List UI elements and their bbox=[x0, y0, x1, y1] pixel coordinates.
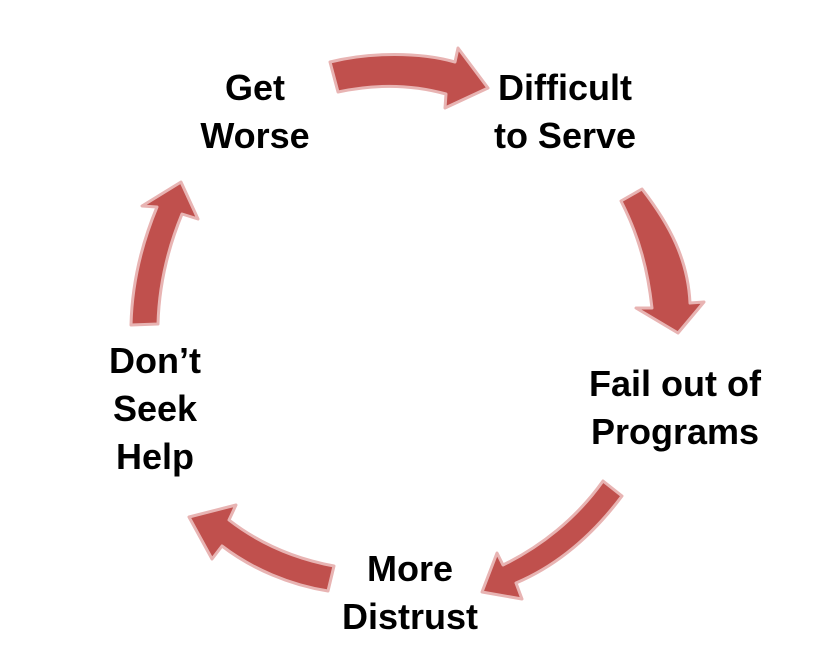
node-label-line: Worse bbox=[200, 115, 310, 156]
node-label-line: Seek bbox=[112, 388, 198, 429]
node-more-distrust: More Distrust bbox=[310, 545, 510, 641]
node-label-line: Difficult bbox=[498, 67, 632, 108]
node-label-line: Get bbox=[224, 67, 285, 108]
node-fail-out-of-programs: Fail out of Programs bbox=[555, 360, 795, 456]
cycle-arrow bbox=[328, 46, 490, 110]
node-label-line: Help bbox=[115, 436, 194, 477]
cycle-arrow bbox=[480, 479, 624, 601]
cycle-arrow bbox=[187, 503, 336, 593]
cycle-arrow bbox=[619, 187, 706, 335]
node-label-line: to Serve bbox=[493, 115, 637, 156]
node-label-line: Distrust bbox=[341, 596, 479, 637]
node-label-line: Programs bbox=[590, 411, 760, 452]
node-difficult-to-serve: Difficult to Serve bbox=[455, 64, 675, 160]
node-label-line: Fail out of bbox=[589, 363, 761, 404]
cycle-arrow bbox=[129, 180, 200, 327]
node-label-line: Don’t bbox=[109, 340, 201, 381]
node-get-worse: Get Worse bbox=[170, 64, 340, 160]
node-dont-seek-help: Don’t Seek Help bbox=[70, 337, 240, 481]
node-label-line: More bbox=[366, 548, 453, 589]
